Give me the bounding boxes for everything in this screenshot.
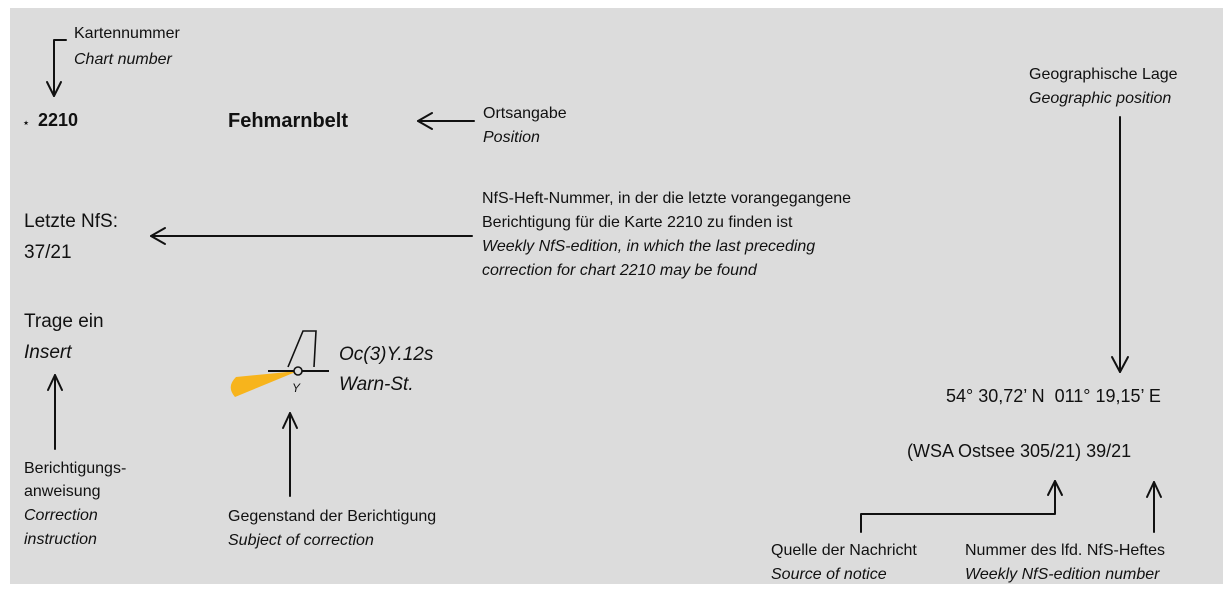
- chart-number-label-de: Kartennummer: [74, 25, 180, 42]
- geo-label-de: Geographische Lage: [1029, 66, 1178, 83]
- position-title: Fehmarnbelt: [228, 110, 349, 132]
- tower-outline: [287, 330, 317, 368]
- light-name: Warn-St.: [339, 374, 414, 395]
- source-arrowhead: [1047, 480, 1063, 496]
- geo-value: 54° 30,72’ N 011° 19,15’ E: [946, 386, 1161, 406]
- geo-arrowhead: [1111, 356, 1129, 373]
- light-characteristic: Oc(3)Y.12s: [339, 344, 434, 365]
- edition-arrowhead: [1146, 481, 1162, 498]
- source-label-de: Quelle der Nachricht: [771, 542, 917, 559]
- source-value: (WSA Ostsee 305/21) 39/21: [907, 441, 1132, 461]
- sector-light-fan: [230, 371, 298, 397]
- chart-number-label-en: Chart number: [74, 51, 172, 68]
- subject-label-en: Subject of correction: [228, 532, 374, 549]
- light-colour-letter: Y: [292, 381, 301, 395]
- position-label-de: Ortsangabe: [483, 105, 567, 122]
- instruction-label-en-1: Correction: [24, 507, 98, 524]
- last-nfs-desc-de-1: NfS-Heft-Nummer, in der die letzte voran…: [482, 190, 852, 207]
- edition-label-en: Weekly NfS-edition number: [965, 566, 1160, 583]
- light-position-dot: [293, 366, 303, 376]
- instruction-label-en-2: instruction: [24, 531, 97, 548]
- star-icon: ⋆: [22, 115, 31, 130]
- position-arrowhead: [417, 112, 433, 130]
- source-label-en: Source of notice: [771, 566, 887, 583]
- instruction-arrowhead: [47, 374, 63, 391]
- edition-label-de: Nummer des lfd. NfS-Heftes: [965, 542, 1166, 559]
- chart-number-value: 2210: [38, 110, 79, 130]
- subject-arrowhead: [282, 412, 298, 429]
- last-nfs-arrowhead: [150, 227, 166, 245]
- last-nfs-desc-en-1: Weekly NfS-edition, in which the last pr…: [482, 238, 816, 255]
- chart-number-arrowhead: [46, 81, 62, 97]
- diagram-panel: [10, 8, 1223, 584]
- last-nfs-desc-en-2: correction for chart 2210 may be found: [482, 262, 757, 279]
- instruction-label-de-2: anweisung: [24, 483, 101, 500]
- last-nfs-line2: 37/21: [24, 242, 72, 263]
- last-nfs-desc-de-2: Berichtigung für die Karte 2210 zu finde…: [482, 214, 793, 231]
- position-label-en: Position: [483, 129, 540, 146]
- insert-label-en: Insert: [24, 342, 72, 363]
- chart-number-arrow: [53, 39, 67, 97]
- source-arrow: [860, 480, 1056, 533]
- last-nfs-line1: Letzte NfS:: [24, 211, 118, 232]
- subject-label-de: Gegenstand der Berichtigung: [228, 508, 437, 525]
- instruction-label-de-1: Berichtigungs-: [24, 460, 127, 477]
- insert-label-de: Trage ein: [24, 311, 104, 332]
- geo-label-en: Geographic position: [1029, 90, 1172, 107]
- light-tower-symbol: [230, 330, 329, 397]
